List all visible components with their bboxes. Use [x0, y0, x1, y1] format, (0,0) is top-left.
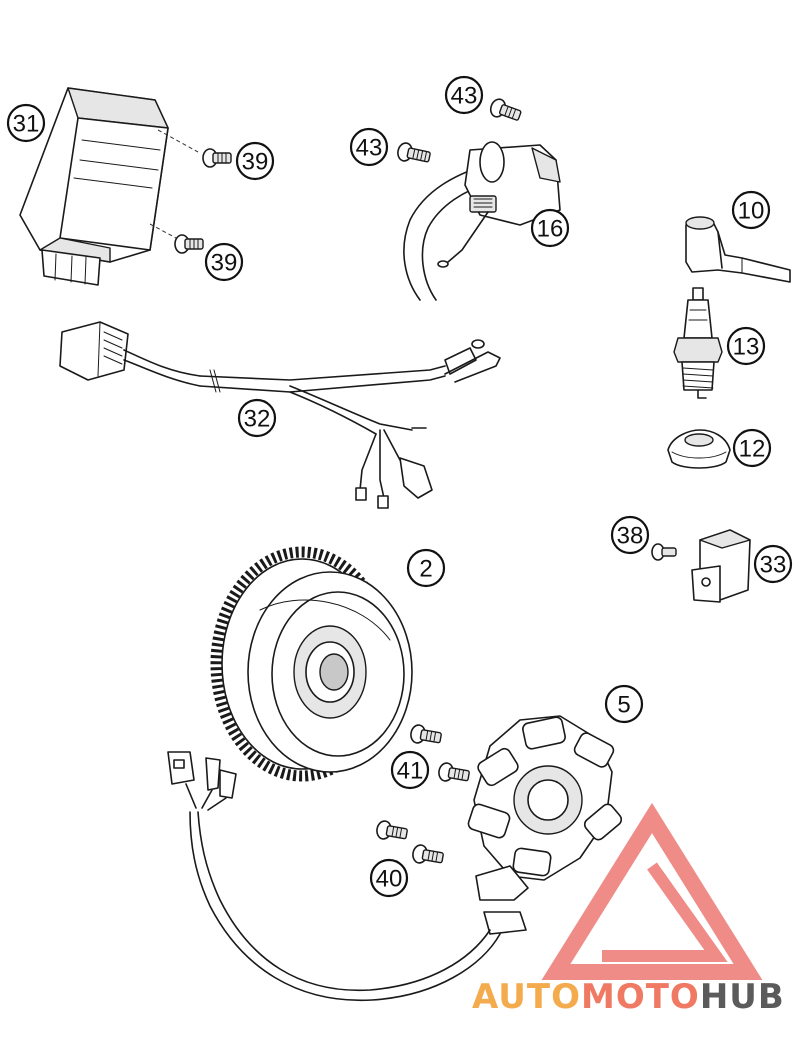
svg-text:43: 43 [356, 135, 383, 162]
bracket-screw-drawing [651, 543, 677, 561]
svg-text:31: 31 [13, 111, 40, 138]
callout-coil-bolt-left: 43 [349, 127, 389, 167]
svg-text:16: 16 [537, 216, 564, 243]
svg-text:32: 32 [244, 406, 271, 433]
svg-text:12: 12 [739, 436, 766, 463]
callout-stator-bolts-lower: 40 [369, 858, 409, 898]
svg-text:33: 33 [760, 552, 787, 579]
watermark-triangle-icon [541, 802, 763, 980]
stator-bolt-drawings [376, 724, 470, 864]
stator-drawing [167, 715, 623, 1002]
svg-text:39: 39 [242, 149, 269, 176]
spark-plug-cap-drawing [685, 216, 791, 283]
svg-text:AUTOMOTOHUB: AUTOMOTOHUB [472, 977, 785, 1017]
callout-ignition-coil: 16 [530, 208, 570, 248]
spark-plug-drawing [673, 287, 723, 399]
callout-ecu: 31 [6, 103, 46, 143]
watermark-moto: MOTO [581, 977, 700, 1017]
svg-text:13: 13 [733, 334, 760, 361]
callout-ecu-bolt-lower: 39 [204, 242, 244, 282]
ecu-drawing [19, 87, 199, 286]
callout-stator-bolts-upper: 41 [390, 750, 430, 790]
callout-bracket: 33 [753, 544, 793, 584]
flywheel-drawing [210, 546, 413, 782]
coil-bolt-drawings [397, 98, 522, 163]
ecu-bolt-drawings [174, 148, 232, 254]
svg-text:43: 43 [451, 83, 478, 110]
svg-text:10: 10 [738, 198, 765, 225]
svg-text:38: 38 [617, 523, 644, 550]
bracket-drawing [691, 529, 751, 603]
ignition-coil-drawing [403, 141, 561, 301]
watermark-logo: AUTOMOTOHUB [472, 802, 785, 1017]
svg-text:40: 40 [376, 866, 403, 893]
callout-wiring-harness: 32 [237, 398, 277, 438]
grommet-drawing [667, 429, 731, 469]
callout-spark-plug-cap: 10 [731, 190, 771, 230]
watermark-auto: AUTO [472, 977, 581, 1017]
svg-text:2: 2 [419, 556, 432, 583]
wiring-harness-drawing [59, 321, 501, 509]
callout-stator: 5 [604, 684, 644, 724]
callout-ecu-bolt-upper: 39 [235, 141, 275, 181]
svg-text:5: 5 [617, 692, 630, 719]
callout-flywheel: 2 [406, 548, 446, 588]
callout-bracket-screw: 38 [610, 515, 650, 555]
svg-text:41: 41 [397, 758, 424, 785]
callout-spark-plug: 13 [726, 326, 766, 366]
watermark-hub: HUB [700, 977, 785, 1017]
svg-text:39: 39 [211, 250, 238, 277]
callout-coil-bolt-upper: 43 [444, 75, 484, 115]
callout-grommet: 12 [732, 428, 772, 468]
